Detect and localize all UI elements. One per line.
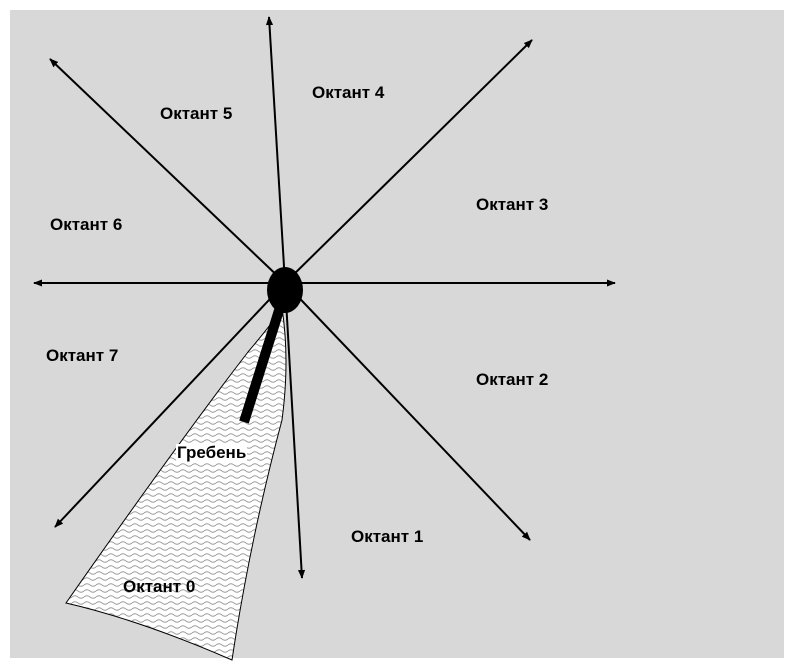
octant-0-label: Октант 0: [123, 577, 196, 596]
octant-7-label: Октант 7: [46, 346, 119, 365]
axis-southeast-arrow: [284, 282, 531, 541]
axis-north-arrow: [265, 16, 286, 284]
axis-southwest-arrow: [54, 282, 286, 528]
octant-0-region: [65, 306, 287, 661]
octant-4-label: Октант 4: [312, 83, 385, 102]
center-dot: [267, 267, 303, 313]
axis-south-arrow: [284, 282, 306, 579]
octant-2-label: Октант 2: [476, 370, 549, 389]
octant-6-label: Октант 6: [50, 215, 123, 234]
axis-northeast-arrow: [284, 39, 533, 284]
octant-3-label: Октант 3: [476, 195, 549, 214]
octant-1-label: Октант 1: [351, 527, 424, 546]
ridge-bar: [239, 302, 286, 424]
axis-northwest-arrow: [49, 58, 286, 284]
octant-5-label: Октант 5: [160, 104, 233, 123]
ridge-label: Гребень: [176, 443, 248, 462]
